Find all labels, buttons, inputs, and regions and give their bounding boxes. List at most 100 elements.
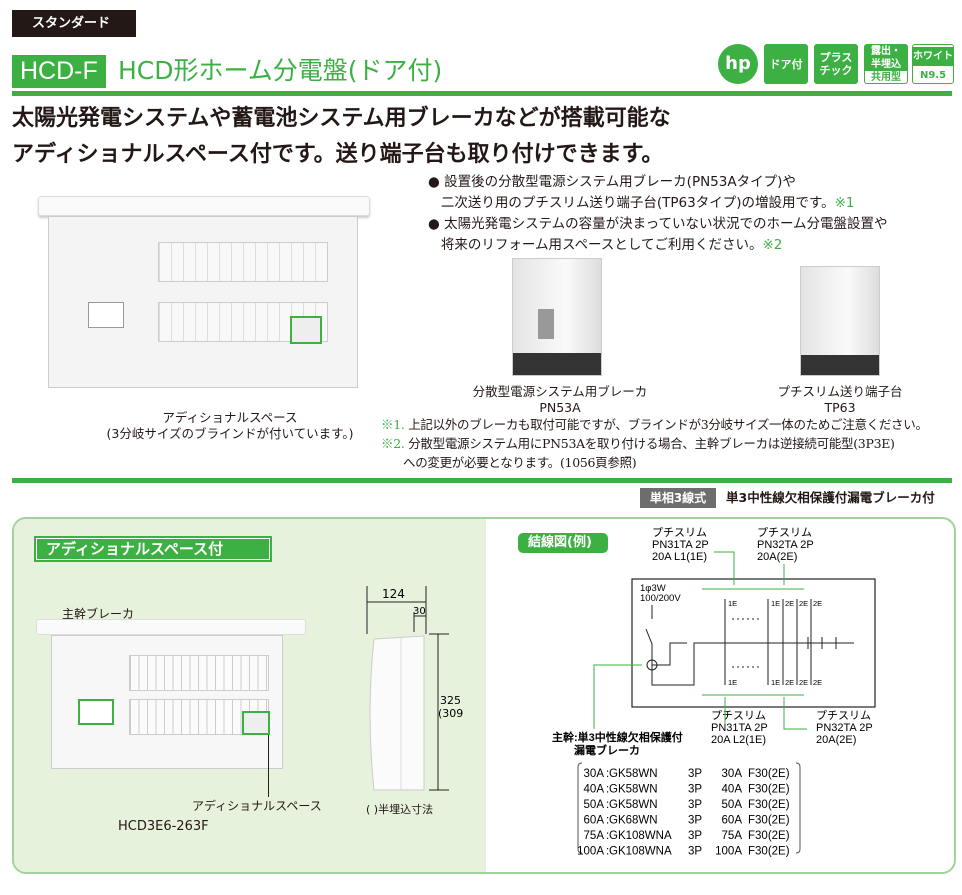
main-breaker-label: 主幹ブレーカ <box>62 607 135 621</box>
badge-mount: 露出・半埋込共用型 <box>864 44 908 84</box>
badge-white: ホワイト N9.5 <box>912 44 954 84</box>
label: プチスリム <box>816 709 871 722</box>
label: 主幹:単3中性線欠相保護付 <box>552 730 683 744</box>
badge-text: ホワイト <box>913 46 953 66</box>
bullet-text: 将来のリフォーム用スペースとしてご利用ください。 <box>440 237 763 253</box>
table-cell: 30A <box>584 768 605 780</box>
divider <box>12 91 952 96</box>
model-badge: HCD-F <box>12 55 106 88</box>
note-ref: ※1 <box>834 195 855 211</box>
table-cell: GK108WNA <box>609 830 672 842</box>
badge-text: ドア付 <box>769 57 803 71</box>
note-mark: ※1. <box>381 417 405 432</box>
table-cell: F30(2E) <box>748 768 790 780</box>
separator: : <box>606 784 609 796</box>
table-cell: 3P <box>688 784 702 796</box>
badge-sub: 共用型 <box>871 71 901 83</box>
table-cell: 60A <box>584 815 605 827</box>
table-cell: F30(2E) <box>748 784 790 796</box>
badge-text: 露出・ <box>865 44 907 58</box>
caption-line: アディショナルスペース <box>162 410 298 425</box>
separator: : <box>606 815 609 827</box>
table-cell: 75A <box>722 830 743 842</box>
page-title: HCD形ホーム分電盤(ドア付) <box>118 56 443 85</box>
hp-logo-icon: hp <box>718 44 758 84</box>
bullet-list: ● 設置後の分散型電源システム用ブレーカ(PN53Aタイプ)や 二次送り用のプチ… <box>428 172 888 256</box>
photo-caption: アディショナルスペース(3分岐サイズのブラインドが付いています。) <box>100 410 360 442</box>
dim-height: 325 <box>440 694 461 707</box>
table-cell: 100A <box>715 846 742 858</box>
table-cell: 3P <box>688 846 702 858</box>
headline-1: 太陽光発電システムや蓄電池システム用ブレーカなどが搭載可能な <box>12 106 671 131</box>
badge-sub: N9.5 <box>919 69 947 81</box>
panel-photo <box>38 196 370 396</box>
label: 100/200V <box>640 593 681 604</box>
system-desc: 単3中性線欠相保護付漏電ブレーカ付 <box>726 490 935 505</box>
bullet-text: 二次送り用のプチスリム送り端子台(TP63タイプ)の増設用です。 <box>440 195 835 211</box>
table-cell: F30(2E) <box>748 846 790 858</box>
additional-space-label: アディショナルスペース <box>192 799 322 813</box>
label: 1E <box>728 678 737 687</box>
label: プチスリム <box>652 526 707 539</box>
label: PN32TA 2P <box>757 539 814 551</box>
branch-breakers <box>724 599 812 685</box>
note-text: 上記以外のブレーカも取付可能ですが、ブラインドが3分岐サイズ一体のためご注意くだ… <box>408 417 928 432</box>
label: 2E <box>785 599 794 608</box>
label: 1E <box>728 599 737 608</box>
caption-line: (3分岐サイズのブラインドが付いています。) <box>106 426 354 441</box>
label: 2E <box>813 599 822 608</box>
note-2: ※2. 分散型電源システム用にPN53Aを取り付ける場合、主幹ブレーカは逆接続可… <box>381 434 928 453</box>
badge-door: ドア付 <box>764 44 808 84</box>
table-cell: F30(2E) <box>748 830 790 842</box>
label: 20A L1(1E) <box>652 551 707 563</box>
divider <box>12 478 952 483</box>
dim-note: ( )半埋込寸法 <box>366 803 434 816</box>
additional-space-highlight <box>290 316 322 344</box>
dim-height-semi: (309) <box>438 707 464 720</box>
dim-door: 30 <box>413 606 426 617</box>
table-cell: 100A <box>577 846 604 858</box>
panel-drawing <box>36 619 306 774</box>
label: PN32TA 2P <box>816 722 873 734</box>
wiring-diagram: プチスリム PN31TA 2P 20A L1(1E) プチスリム PN32TA … <box>552 526 876 858</box>
table-cell: 50A <box>722 799 743 811</box>
headline-2: アディショナルスペース付です。送り端子台も取り付けできます。 <box>12 142 664 167</box>
system-tag: 単相3線式 <box>640 488 716 508</box>
note-ref: ※2 <box>762 237 783 253</box>
note-1: ※1. 上記以外のブレーカも取付可能ですが、ブラインドが3分岐サイズ一体のためご… <box>381 415 928 434</box>
table-cell: 3P <box>688 830 702 842</box>
table-cell: 40A <box>584 784 605 796</box>
bullet-text: 設置後の分散型電源システム用ブレーカ(PN53Aタイプ)や <box>444 174 796 190</box>
product-name: プチスリム送り端子台 <box>777 384 903 399</box>
bullet-item: ● 設置後の分散型電源システム用ブレーカ(PN53Aタイプ)や 二次送り用のプチ… <box>428 174 855 211</box>
note-mark: ※2. <box>381 436 405 451</box>
note-text: への変更が必要となります。(1056頁参照) <box>403 455 637 470</box>
table-cell: 3P <box>688 768 702 780</box>
table-cell: 60A <box>722 815 743 827</box>
table-cell: 3P <box>688 815 702 827</box>
wiring-title: 結線図(例) <box>518 533 608 553</box>
product-image-tp63 <box>800 266 880 376</box>
label: 2E <box>799 678 808 687</box>
label: プチスリム <box>757 526 812 539</box>
bullet-text: 太陽光発電システムの容量が決まっていない状況でのホーム分電盤設置や <box>444 216 888 232</box>
table-cell: 75A <box>584 830 605 842</box>
table-cell: F30(2E) <box>748 799 790 811</box>
label: 1E <box>771 678 780 687</box>
label: 2E <box>813 678 822 687</box>
table-cell: GK108WNA <box>609 846 672 858</box>
notes: ※1. 上記以外のブレーカも取付可能ですが、ブラインドが3分岐サイズ一体のためご… <box>381 415 928 472</box>
table-cell: 40A <box>722 784 743 796</box>
product-code: PN53A <box>539 400 581 415</box>
label: 20A L2(1E) <box>711 734 766 746</box>
badge-plastic: プラスチック <box>814 44 858 84</box>
badge-text: 半埋込 <box>865 57 907 71</box>
separator: : <box>606 768 609 780</box>
badge-text: プラス <box>819 51 853 64</box>
label: 20A(2E) <box>816 734 856 746</box>
product-code: TP63 <box>824 400 856 415</box>
table-cell: 50A <box>584 799 605 811</box>
table-cell: 3P <box>688 799 702 811</box>
